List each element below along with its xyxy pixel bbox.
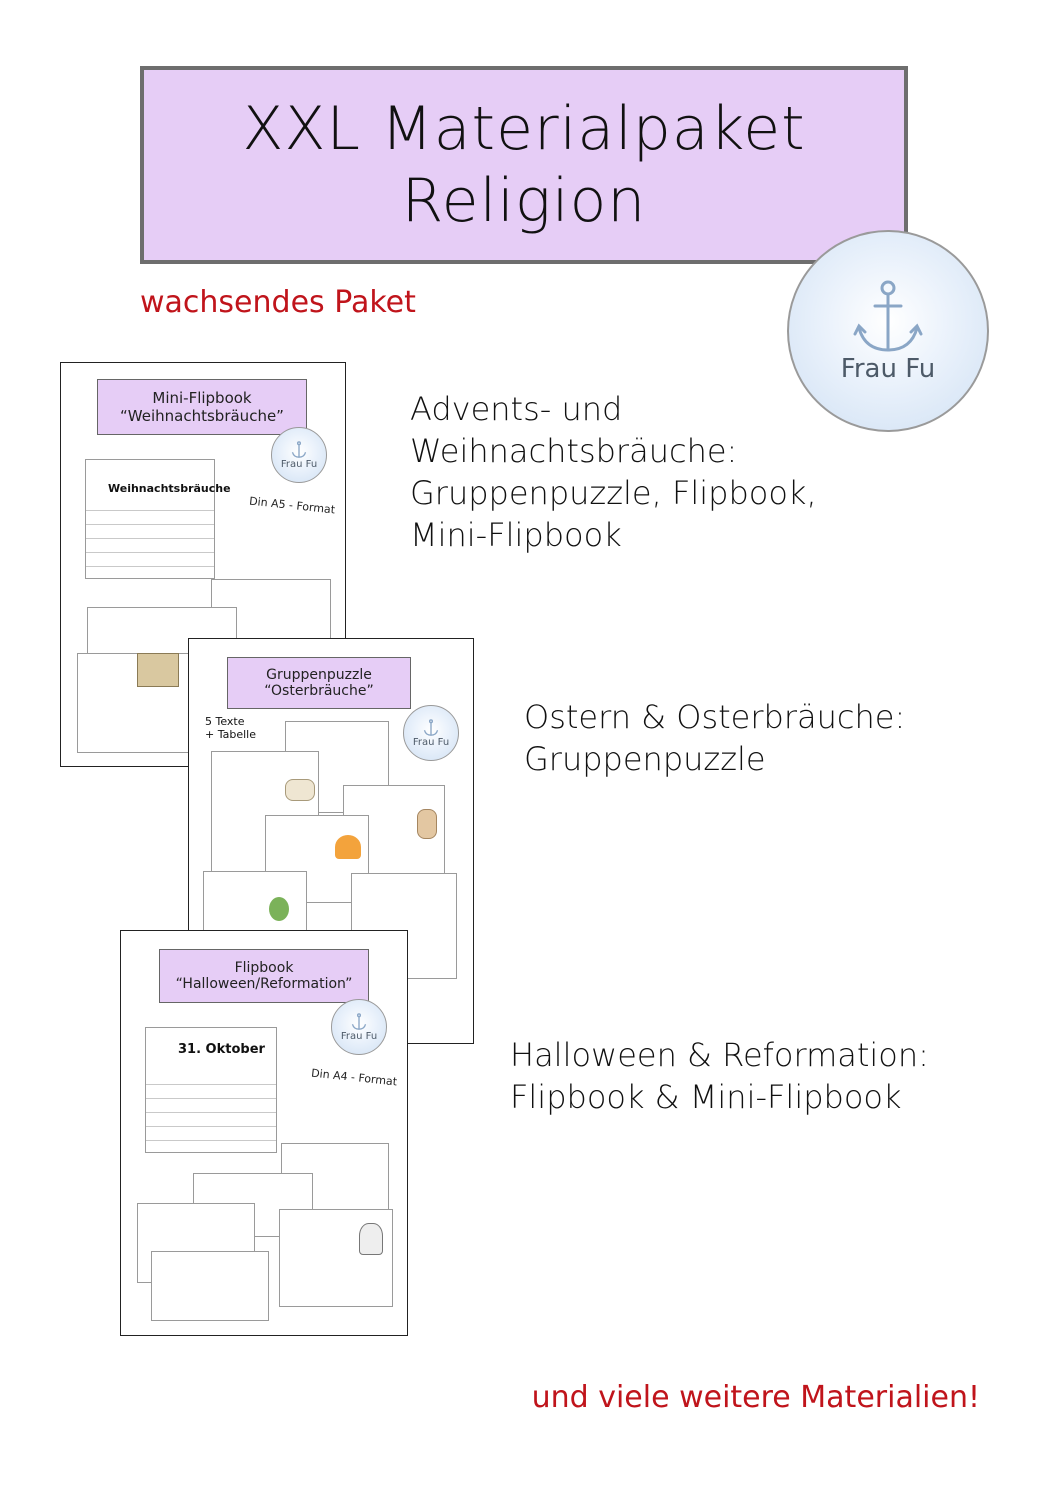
- nativity-image: [137, 653, 179, 687]
- subtitle: wachsendes Paket: [140, 285, 416, 320]
- caption-line: Flipbook & Mini-Flipbook: [510, 1078, 902, 1116]
- title-line-1: XXL Materialpaket: [242, 94, 806, 164]
- small-logo: Frau Fu: [403, 705, 459, 761]
- caption-line: Mini-Flipbook: [410, 516, 622, 554]
- caption-halloween: Halloween & Reformation: Flipbook & Mini…: [510, 1034, 929, 1118]
- table-sheet: [151, 1251, 269, 1321]
- flipbook-mock: 31. Oktober: [145, 1027, 277, 1153]
- preview-label-line-1: Flipbook: [234, 960, 294, 976]
- preview-label-line-2: “Halloween/Reformation”: [175, 976, 353, 992]
- small-logo: Frau Fu: [331, 999, 387, 1055]
- caption-line: Advents- und: [410, 390, 623, 428]
- title-box: XXL Materialpaket Religion: [140, 66, 908, 264]
- footer-text: und viele weitere Materialien!: [531, 1380, 980, 1415]
- preview-label-line-2: “Osterbräuche”: [264, 683, 374, 699]
- brand-logo: Frau Fu: [787, 230, 989, 432]
- preview-label-line-2: “Weihnachtsbräuche”: [120, 407, 284, 425]
- small-logo-text: Frau Fu: [280, 458, 318, 470]
- fire-image: [335, 835, 361, 859]
- flipbook-banner: 31. Oktober: [178, 1042, 265, 1057]
- flipbook-mock: Weihnachtsbräuche: [85, 459, 231, 579]
- caption-line: Halloween & Reformation:: [510, 1036, 929, 1074]
- caption-ostern: Ostern & Osterbräuche: Gruppenpuzzle: [524, 696, 905, 780]
- egg-image: [269, 897, 289, 921]
- preview-halloween: Flipbook “Halloween/Reformation” Frau Fu…: [120, 930, 408, 1336]
- format-label: Din A5 - Format: [248, 494, 336, 517]
- anchor-icon: [853, 280, 923, 352]
- caption-weihnachten: Advents- und Weihnachtsbräuche: Gruppenp…: [410, 388, 817, 556]
- anchor-icon: [423, 718, 439, 736]
- small-logo-text: Frau Fu: [412, 736, 450, 748]
- caption-line: Gruppenpuzzle: [524, 740, 766, 778]
- small-logo-text: Frau Fu: [340, 1030, 378, 1042]
- texts-note-line-1: 5 Texte: [205, 715, 245, 728]
- texts-note: 5 Texte + Tabelle: [205, 715, 256, 741]
- preview-label: Gruppenpuzzle “Osterbräuche”: [227, 657, 411, 709]
- preview-label: Mini-Flipbook “Weihnachtsbräuche”: [97, 379, 307, 435]
- preview-label-line-1: Gruppenpuzzle: [266, 667, 372, 683]
- lamb-image: [285, 779, 315, 801]
- caption-line: Ostern & Osterbräuche:: [524, 698, 906, 736]
- small-logo: Frau Fu: [271, 427, 327, 483]
- bunny-image: [417, 809, 437, 839]
- format-label: Din A4 - Format: [310, 1066, 398, 1089]
- portrait-image: [359, 1223, 383, 1255]
- flipbook-banner: Weihnachtsbräuche: [108, 482, 231, 495]
- preview-label: Flipbook “Halloween/Reformation”: [159, 949, 369, 1003]
- logo-text: Frau Fu: [840, 354, 936, 384]
- texts-note-line-2: + Tabelle: [205, 728, 256, 741]
- caption-line: Weihnachtsbräuche:: [410, 432, 738, 470]
- title-line-2: Religion: [401, 166, 647, 236]
- anchor-icon: [351, 1012, 367, 1030]
- caption-line: Gruppenpuzzle, Flipbook,: [410, 474, 817, 512]
- preview-label-line-1: Mini-Flipbook: [152, 389, 252, 407]
- anchor-icon: [291, 440, 307, 458]
